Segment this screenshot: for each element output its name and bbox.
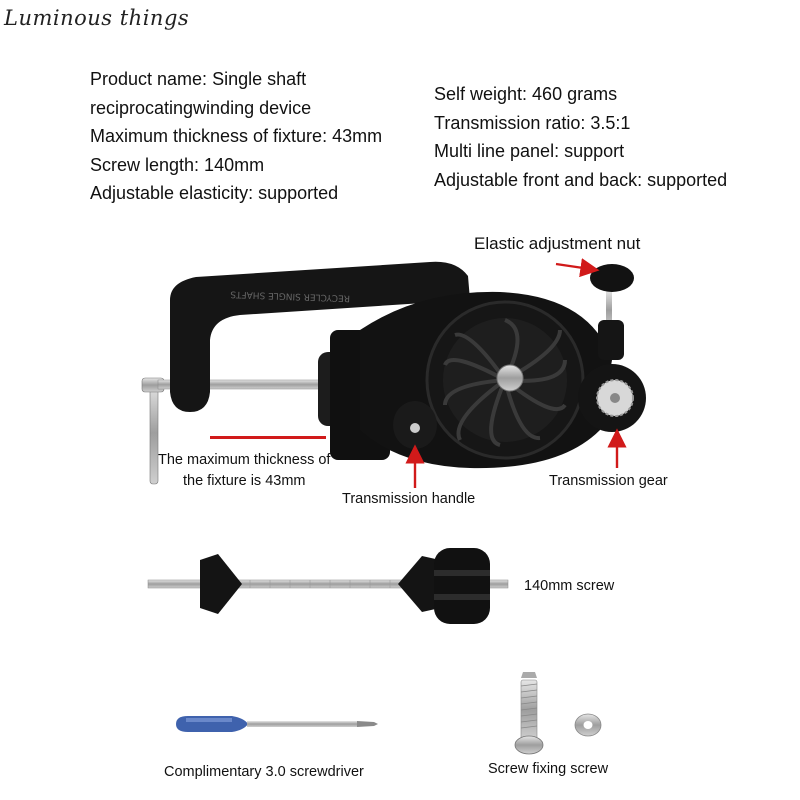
spec-item: Product name: Single shaft (90, 69, 307, 89)
label-max-thickness-line1: The maximum thickness of (158, 452, 331, 468)
label-screwdriver: Complimentary 3.0 screwdriver (164, 764, 364, 780)
label-max-thickness-line2: the fixture is 43mm (183, 473, 306, 489)
label-elastic-nut: Elastic adjustment nut (474, 234, 641, 253)
spec-item: Adjustable front and back: supported (434, 169, 728, 190)
washer (574, 713, 602, 737)
label-transmission-gear: Transmission gear (549, 473, 668, 489)
spec-item: Maximum thickness of fixture: 43mm (90, 126, 383, 146)
screwdriver (176, 716, 378, 732)
screw-140mm (147, 548, 509, 624)
spec-item: Transmission ratio: 3.5:1 (434, 112, 631, 133)
spec-list-right: Self weight: 460 grams Transmission rati… (434, 80, 794, 194)
spec-item: Screw length: 140mm (90, 154, 265, 175)
label-fixing-screw: Screw fixing screw (488, 761, 609, 777)
winding-device: RECYCLER SINGLE SHAFTS (141, 261, 646, 485)
label-transmission-handle: Transmission handle (342, 491, 476, 507)
elastic-nut-arrow (555, 258, 600, 278)
thickness-indicator (210, 436, 326, 439)
spec-list-left: Product name: Single shaft reciprocating… (90, 65, 435, 208)
spec-item: reciprocatingwinding device (90, 97, 312, 118)
brand-logo: Luminous things (4, 6, 190, 30)
fixing-screw (514, 672, 544, 755)
label-screw: 140mm screw (524, 578, 615, 594)
spec-item: Multi line panel: support (434, 141, 625, 161)
spec-item: Adjustable elasticity: supported (90, 183, 339, 203)
device-engraving: RECYCLER SINGLE SHAFTS (230, 289, 350, 303)
spec-item: Self weight: 460 grams (434, 84, 618, 104)
